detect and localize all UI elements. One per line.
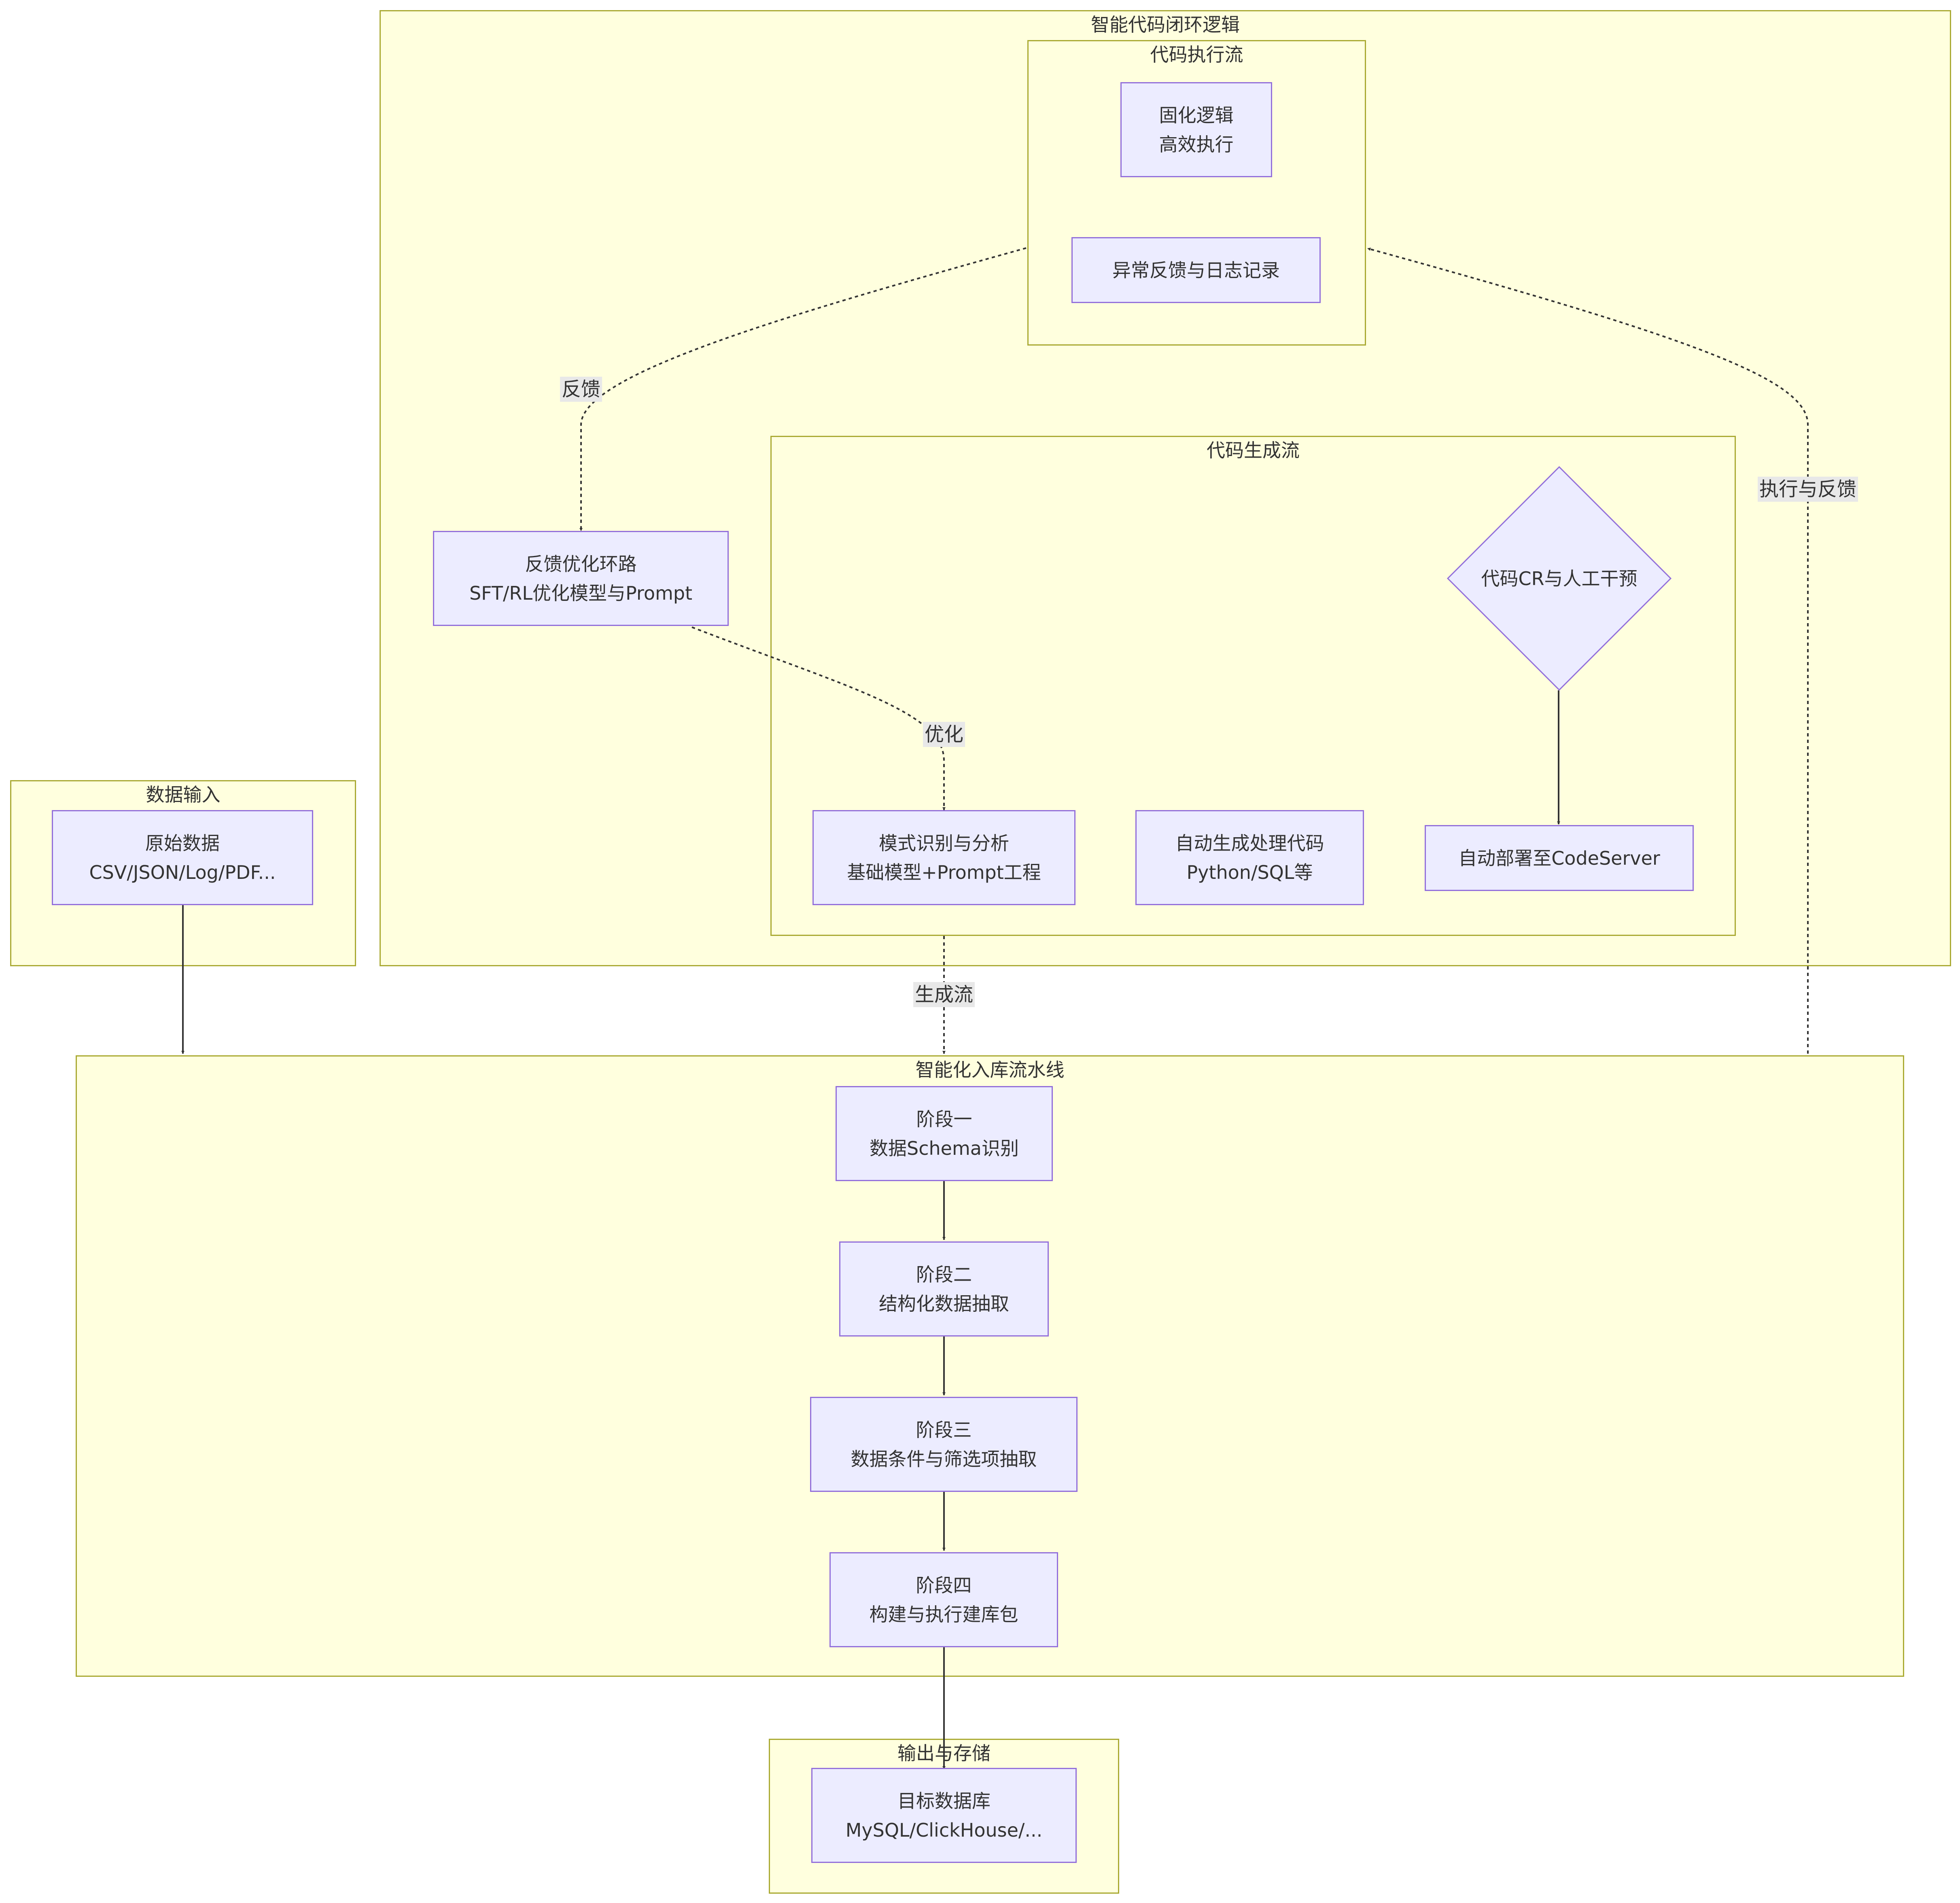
node-fixed-logic-line2: 高效执行 bbox=[1159, 133, 1234, 155]
node-stage-2-line2: 结构化数据抽取 bbox=[879, 1292, 1009, 1315]
node-stage-3-line1: 阶段三 bbox=[916, 1419, 972, 1441]
node-raw-data[interactable]: 原始数据 CSV/JSON/Log/PDF... bbox=[52, 810, 313, 905]
edge-label-exec-feedback: 执行与反馈 bbox=[1757, 477, 1858, 502]
cluster-code-exec-title: 代码执行流 bbox=[1150, 44, 1243, 66]
edge-exec-feedback-to-loop bbox=[579, 247, 1027, 531]
node-stage-3[interactable]: 阶段三 数据条件与筛选项抽取 bbox=[810, 1397, 1078, 1492]
node-auto-deploy[interactable]: 自动部署至CodeServer bbox=[1425, 825, 1694, 891]
node-auto-generate[interactable]: 自动生成处理代码 Python/SQL等 bbox=[1135, 810, 1364, 905]
node-stage-1-line1: 阶段一 bbox=[916, 1108, 972, 1130]
node-stage-4-line2: 构建与执行建库包 bbox=[869, 1603, 1018, 1625]
node-fixed-logic[interactable]: 固化逻辑 高效执行 bbox=[1120, 82, 1272, 177]
node-feedback-loop[interactable]: 反馈优化环路 SFT/RL优化模型与Prompt bbox=[433, 531, 729, 626]
edge-label-generate: 生成流 bbox=[913, 982, 975, 1007]
node-feedback-loop-line1: 反馈优化环路 bbox=[525, 553, 637, 575]
node-stage-3-line2: 数据条件与筛选项抽取 bbox=[851, 1448, 1037, 1470]
node-exception-log[interactable]: 异常反馈与日志记录 bbox=[1071, 237, 1321, 303]
node-feedback-loop-line2: SFT/RL优化模型与Prompt bbox=[469, 582, 693, 604]
node-stage-4[interactable]: 阶段四 构建与执行建库包 bbox=[829, 1552, 1058, 1647]
node-stage-1-line2: 数据Schema识别 bbox=[870, 1137, 1019, 1159]
node-auto-generate-line2: Python/SQL等 bbox=[1186, 861, 1313, 883]
node-stage-4-line1: 阶段四 bbox=[916, 1574, 972, 1596]
node-auto-deploy-line1: 自动部署至CodeServer bbox=[1458, 847, 1660, 869]
diamond-shape bbox=[1447, 466, 1672, 691]
edge-label-feedback: 反馈 bbox=[560, 377, 602, 402]
node-exception-log-line1: 异常反馈与日志记录 bbox=[1112, 259, 1280, 281]
cluster-code-gen-title: 代码生成流 bbox=[1207, 439, 1300, 461]
edge-label-optimize: 优化 bbox=[923, 722, 965, 747]
node-target-database[interactable]: 目标数据库 MySQL/ClickHouse/... bbox=[811, 1768, 1077, 1863]
node-raw-data-line1: 原始数据 bbox=[145, 832, 220, 854]
cluster-code-loop-title: 智能代码闭环逻辑 bbox=[1091, 14, 1240, 36]
node-pattern-recognition-line1: 模式识别与分析 bbox=[879, 832, 1009, 854]
node-auto-generate-line1: 自动生成处理代码 bbox=[1175, 832, 1324, 854]
node-code-review-label: 代码CR与人工干预 bbox=[1481, 567, 1638, 590]
node-target-database-line2: MySQL/ClickHouse/... bbox=[845, 1819, 1043, 1841]
node-pattern-recognition-line2: 基础模型+Prompt工程 bbox=[847, 861, 1041, 883]
cluster-data-input-title: 数据输入 bbox=[146, 784, 221, 806]
node-target-database-line1: 目标数据库 bbox=[897, 1790, 991, 1812]
cluster-ingest-pipeline-title: 智能化入库流水线 bbox=[915, 1059, 1065, 1081]
node-stage-2[interactable]: 阶段二 结构化数据抽取 bbox=[839, 1241, 1049, 1337]
node-pattern-recognition[interactable]: 模式识别与分析 基础模型+Prompt工程 bbox=[812, 810, 1075, 905]
node-stage-2-line1: 阶段二 bbox=[916, 1263, 972, 1286]
edge-feedback-to-pattern bbox=[692, 626, 946, 810]
node-fixed-logic-line1: 固化逻辑 bbox=[1159, 104, 1234, 126]
node-raw-data-line2: CSV/JSON/Log/PDF... bbox=[89, 861, 276, 883]
edge-pipeline-to-exec bbox=[1367, 248, 1809, 1054]
node-stage-1[interactable]: 阶段一 数据Schema识别 bbox=[836, 1086, 1053, 1181]
node-code-review[interactable]: 代码CR与人工干预 bbox=[1447, 466, 1672, 691]
